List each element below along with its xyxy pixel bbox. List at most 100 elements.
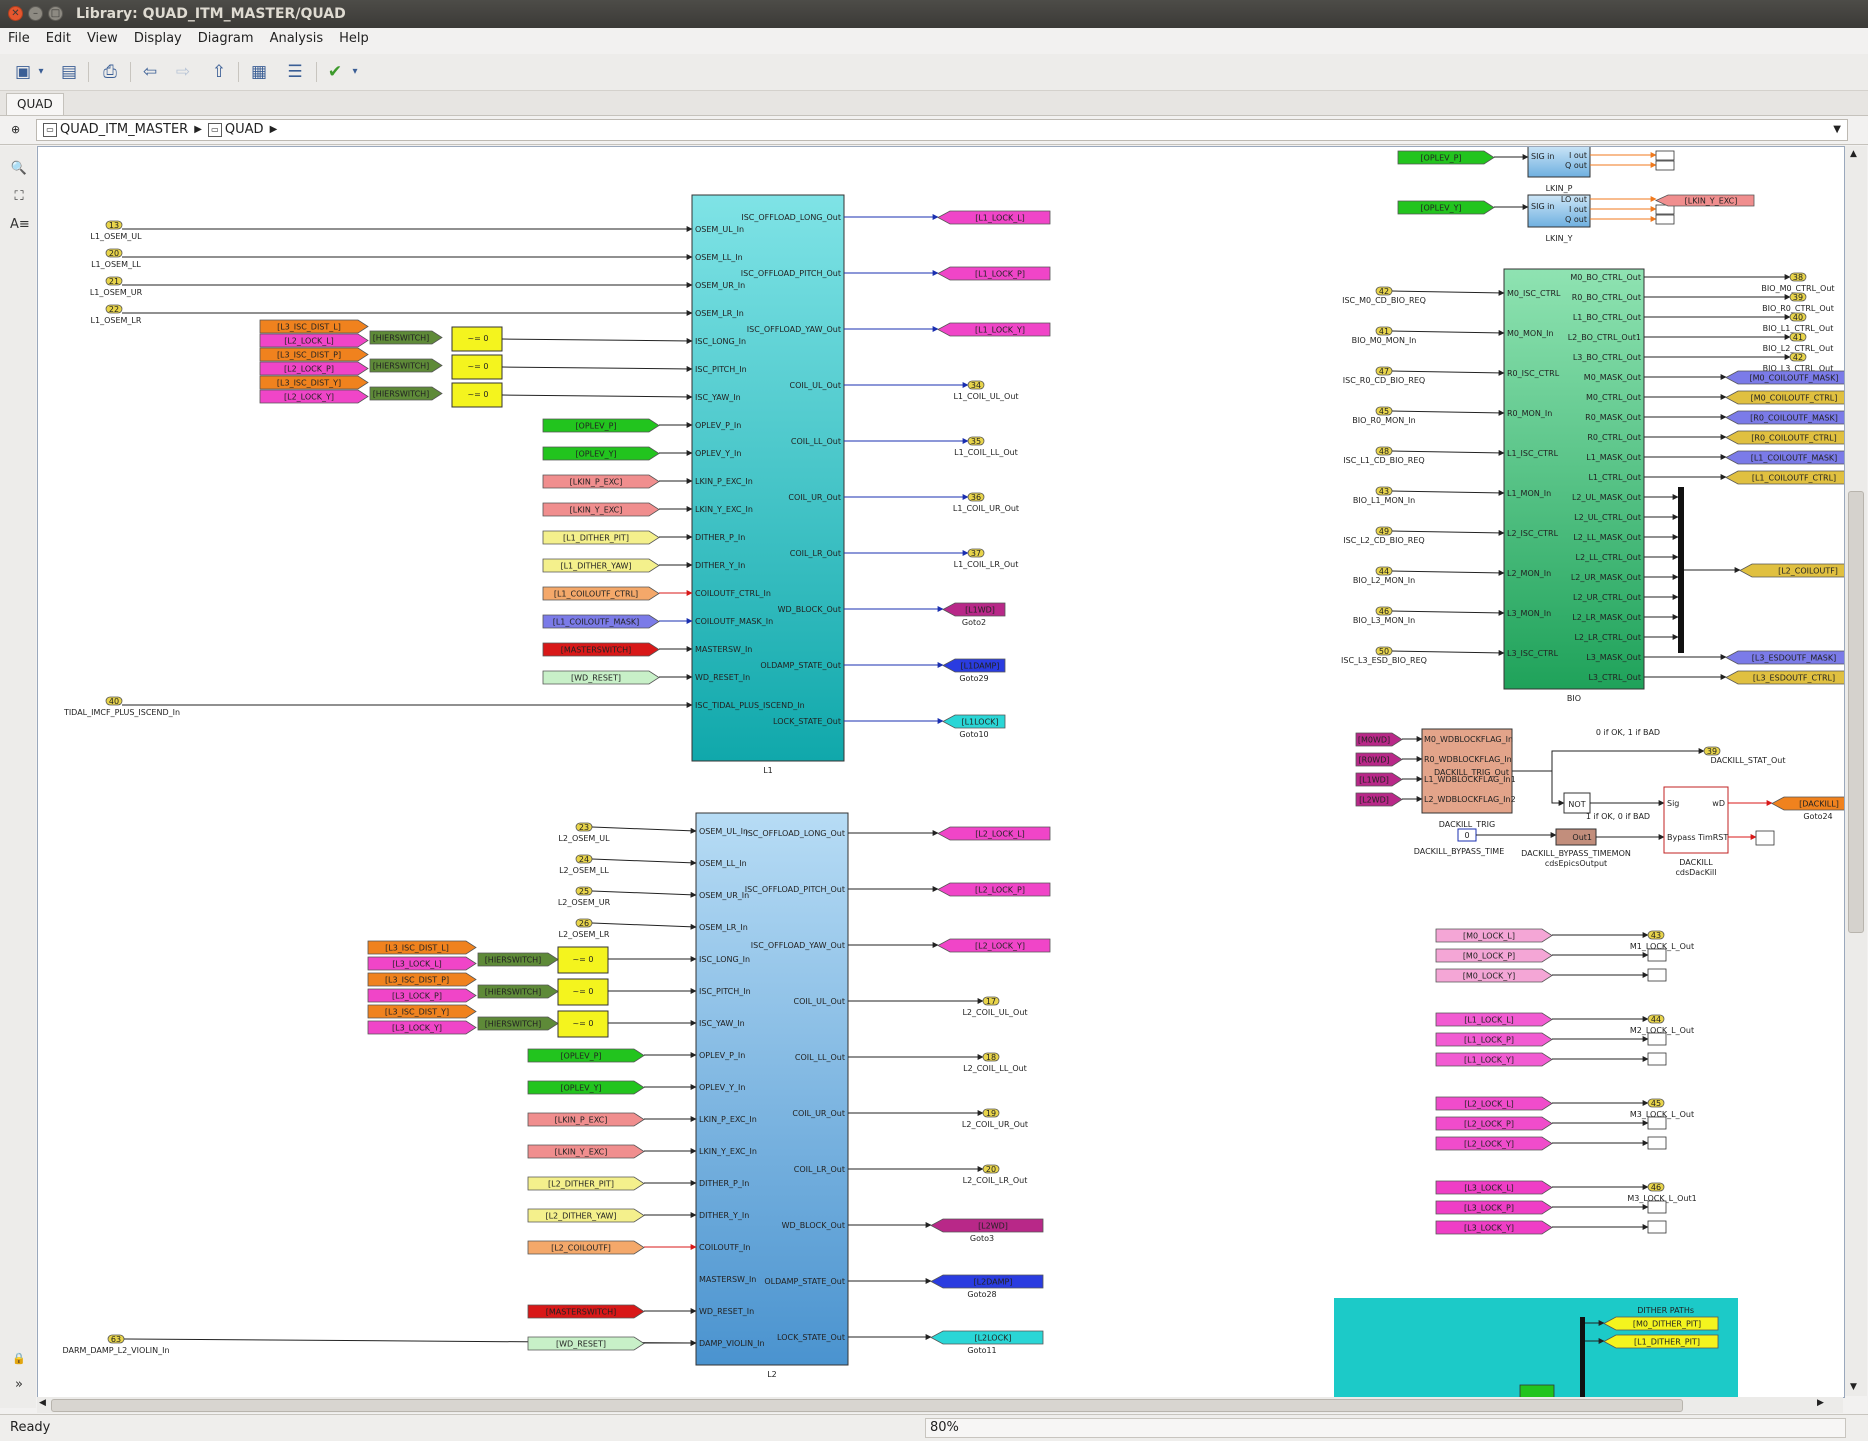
lock-from-1-1[interactable] xyxy=(1435,928,1553,943)
l1-from-3[interactable] xyxy=(259,347,369,362)
l2-goto-in-1[interactable] xyxy=(527,1048,645,1063)
l1-goto-out-3[interactable] xyxy=(942,714,1006,729)
l2-from-1[interactable] xyxy=(367,940,477,955)
forward-icon[interactable]: ⇨ xyxy=(175,62,191,82)
l2-goto-out-3[interactable] xyxy=(930,1330,1044,1345)
print-icon[interactable]: ⎙ xyxy=(103,62,117,82)
dackill-from-2[interactable] xyxy=(1355,752,1403,767)
horizontal-scrollbar[interactable]: ◀ ▶ xyxy=(37,1397,1843,1413)
lkin-from-1[interactable] xyxy=(1397,150,1495,165)
bio-goto-1[interactable] xyxy=(1725,370,1844,385)
bio-goto-4[interactable] xyxy=(1725,430,1844,445)
l2-switch-block-2[interactable] xyxy=(557,978,609,1006)
terminator-block[interactable] xyxy=(1655,150,1675,161)
tab-quad[interactable]: QUAD xyxy=(6,93,64,115)
l2-goto-out-2[interactable] xyxy=(930,1274,1044,1289)
l2-coil-outport-2[interactable] xyxy=(982,1052,1000,1062)
scroll-right-icon[interactable]: ▶ xyxy=(1817,1398,1824,1408)
l2-goto-in-6[interactable] xyxy=(527,1208,645,1223)
up-icon[interactable]: ⇧ xyxy=(211,62,227,82)
l1-switch-block-1[interactable] xyxy=(451,326,503,352)
menu-help[interactable]: Help xyxy=(339,31,369,46)
bio-bo-outport-3[interactable] xyxy=(1789,312,1807,322)
l1-goto-in-6[interactable] xyxy=(542,558,660,573)
l2-from-3[interactable] xyxy=(367,972,477,987)
bio-subsystem-block[interactable] xyxy=(1503,268,1645,690)
scroll-up-icon[interactable]: ▲ xyxy=(1850,149,1857,159)
l1-goto-out-2[interactable] xyxy=(942,658,1006,673)
lkin-block-2[interactable] xyxy=(1527,194,1591,228)
l1-hierswitch-from-3[interactable] xyxy=(369,386,443,401)
l1-subsystem-block[interactable] xyxy=(691,194,845,762)
fit-to-view-icon[interactable]: ⛶ xyxy=(14,189,24,204)
menu-edit[interactable]: Edit xyxy=(45,31,71,46)
dackill-block[interactable] xyxy=(1663,786,1729,854)
l1-from-1[interactable] xyxy=(259,319,369,334)
lock-from-4-3[interactable] xyxy=(1435,1220,1553,1235)
breadcrumb-item[interactable]: ▭QUAD▶ xyxy=(202,120,277,140)
minimize-window-button[interactable]: – xyxy=(28,6,43,21)
l1-out-goto-2[interactable] xyxy=(937,266,1051,281)
bio-bo-outport-2[interactable] xyxy=(1789,292,1807,302)
lock-from-4-2[interactable] xyxy=(1435,1200,1553,1215)
dackill-from-3[interactable] xyxy=(1355,772,1403,787)
vertical-scroll-thumb[interactable] xyxy=(1848,491,1864,933)
l1-goto-in-3[interactable] xyxy=(542,474,660,489)
l1-coil-outport-2[interactable] xyxy=(967,436,985,446)
new-model-icon[interactable]: ▣ xyxy=(14,62,32,82)
close-window-button[interactable]: ✕ xyxy=(8,6,23,21)
l1-coil-outport-3[interactable] xyxy=(967,492,985,502)
menu-diagram[interactable]: Diagram xyxy=(197,31,254,46)
lkin-y-exc-goto[interactable] xyxy=(1655,194,1755,207)
l1-goto-in-10[interactable] xyxy=(542,670,660,685)
l2-goto-in-8[interactable] xyxy=(527,1304,645,1319)
menu-view[interactable]: View xyxy=(86,31,118,46)
l1-coil-outport-4[interactable] xyxy=(967,548,985,558)
block-diagram[interactable]: L1OSEM_UL_InOSEM_LL_InOSEM_UR_InOSEM_LR_… xyxy=(38,147,1844,1397)
bio-bo-outport-4[interactable] xyxy=(1789,332,1807,342)
l2-out-goto-3[interactable] xyxy=(937,938,1051,953)
lock-outport-4[interactable] xyxy=(1647,1182,1665,1192)
terminator-block[interactable] xyxy=(1655,214,1675,225)
lock-from-3-2[interactable] xyxy=(1435,1116,1553,1131)
lock-from-2-3[interactable] xyxy=(1435,1052,1553,1067)
bio-goto-3[interactable] xyxy=(1725,410,1844,425)
l2-goto-out-1[interactable] xyxy=(930,1218,1044,1233)
dackill-from-1[interactable] xyxy=(1355,732,1403,747)
bio-bo-outport-1[interactable] xyxy=(1789,272,1807,282)
l2-switch-block-3[interactable] xyxy=(557,1010,609,1038)
lock-from-1-2[interactable] xyxy=(1435,948,1553,963)
terminator-block[interactable] xyxy=(1647,968,1667,982)
l2-goto-in-9[interactable] xyxy=(527,1336,645,1351)
l2-from-4[interactable] xyxy=(367,988,477,1003)
l2-switch-block-1[interactable] xyxy=(557,946,609,974)
l1-from-6[interactable] xyxy=(259,389,369,404)
l2-goto-in-5[interactable] xyxy=(527,1176,645,1191)
dither-goto-2[interactable] xyxy=(1603,1334,1719,1349)
l1-switch-block-3[interactable] xyxy=(451,382,503,408)
l2-from-2[interactable] xyxy=(367,956,477,971)
dackill-from-4[interactable] xyxy=(1355,792,1403,807)
lock-from-1-3[interactable] xyxy=(1435,968,1553,983)
l1-goto-in-7[interactable] xyxy=(542,586,660,601)
l1-inport-3[interactable] xyxy=(105,276,123,286)
lock-outport-3[interactable] xyxy=(1647,1098,1665,1108)
lock-from-2-1[interactable] xyxy=(1435,1012,1553,1027)
dither-bus-bar[interactable] xyxy=(1580,1317,1585,1397)
l1-from-4[interactable] xyxy=(259,361,369,376)
l2-out-goto-2[interactable] xyxy=(937,882,1051,897)
l1-goto-in-5[interactable] xyxy=(542,530,660,545)
terminator-block[interactable] xyxy=(1647,1220,1667,1234)
terminator-block[interactable] xyxy=(1647,1200,1667,1214)
menu-analysis[interactable]: Analysis xyxy=(269,31,324,46)
bio-goto-5[interactable] xyxy=(1725,450,1844,465)
l2-goto-in-4[interactable] xyxy=(527,1144,645,1159)
bio-l3-goto-2[interactable] xyxy=(1725,670,1844,685)
lkin-block-1[interactable] xyxy=(1527,147,1591,178)
l1-goto-in-8[interactable] xyxy=(542,614,660,629)
l2-goto-in-3[interactable] xyxy=(527,1112,645,1127)
new-dropdown-chevron-icon[interactable]: ▾ xyxy=(38,66,44,77)
address-dropdown-chevron-icon[interactable]: ▼ xyxy=(1833,124,1841,135)
hide-explorer-icon[interactable]: ⊕ xyxy=(11,123,21,136)
zoom-icon[interactable]: 🔍 xyxy=(10,161,28,176)
